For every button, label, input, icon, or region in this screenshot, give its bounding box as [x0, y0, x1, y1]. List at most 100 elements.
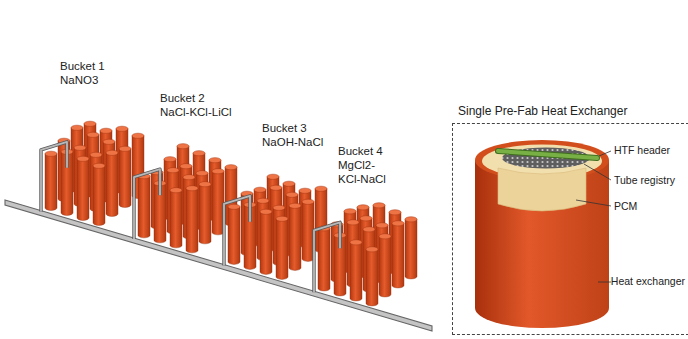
cylinder-top: [350, 240, 362, 245]
callout-label: Heat exchanger: [611, 275, 685, 287]
cylinder-top: [103, 139, 115, 144]
cylinder-top: [71, 125, 83, 130]
cylinder-body: [366, 249, 378, 306]
htf-header: [498, 151, 597, 158]
storage-cylinder: [212, 169, 224, 235]
inset-box: Single Pre-Fab Heat Exchanger: [452, 104, 688, 335]
storage-cylinder: [93, 163, 105, 225]
bucket-cylinders: [45, 121, 417, 306]
inset-title: Single Pre-Fab Heat Exchanger: [452, 104, 688, 118]
cylinder-top: [273, 205, 285, 210]
cylinder-body: [138, 176, 150, 238]
cylinder-body: [199, 184, 211, 244]
cylinder-body: [302, 202, 314, 262]
cylinder-top: [199, 182, 211, 187]
storage-cylinder: [106, 150, 118, 216]
callout-label: PCM: [614, 200, 637, 212]
heat-exchanger-body: [475, 160, 609, 328]
storage-cylinder: [366, 247, 378, 306]
cylinder-top: [299, 188, 311, 193]
cylinder-top: [286, 192, 298, 197]
cylinder-top: [389, 210, 401, 215]
cylinder-body: [392, 223, 404, 288]
cylinder-body: [350, 242, 362, 301]
cylinder-body: [276, 219, 288, 280]
cylinder-body: [119, 149, 131, 208]
cylinder-top: [289, 203, 301, 208]
cylinder-body: [228, 207, 240, 265]
cylinder-top: [267, 174, 279, 179]
cylinder-body: [289, 206, 301, 271]
cylinder-top: [357, 205, 369, 210]
cylinder-body: [318, 228, 330, 291]
cylinder-body: [405, 219, 417, 279]
cylinder-top: [77, 156, 89, 161]
cylinder-top: [100, 128, 112, 133]
pcm-cutaway: [498, 168, 586, 211]
cylinder-top: [270, 185, 282, 190]
bucket-label: Bucket 3: [262, 122, 307, 135]
cylinder-top: [164, 157, 176, 162]
branch-pipe: [134, 169, 160, 239]
cylinder-body: [77, 159, 89, 221]
bucket-label: Bucket 4: [338, 145, 383, 158]
bucket-label: Bucket 1: [60, 60, 105, 73]
cylinder-top: [209, 158, 221, 163]
cylinder-top: [193, 151, 205, 156]
cylinder-body: [379, 236, 391, 297]
cylinder-top: [186, 186, 198, 191]
cylinder-top: [84, 121, 96, 126]
cylinder-top: [302, 199, 314, 204]
inset-heat-exchanger: [475, 140, 611, 328]
cylinder-top: [119, 146, 131, 151]
cylinder-body: [260, 212, 272, 275]
storage-cylinder: [350, 240, 362, 301]
salt-label: NaCl-KCl-LiCl: [160, 106, 232, 119]
cylinder-top: [347, 220, 359, 225]
cylinder-top: [196, 171, 208, 176]
storage-cylinder: [260, 209, 272, 274]
storage-cylinder: [379, 234, 391, 297]
cylinder-top: [167, 168, 179, 173]
cylinder-top: [180, 164, 192, 169]
branch-pipe: [41, 142, 67, 212]
branch-pipe: [224, 196, 250, 266]
branch-pipe-edge: [134, 169, 160, 239]
cylinder-top: [90, 152, 102, 157]
cylinder-top: [376, 223, 388, 228]
cylinder-top: [276, 216, 288, 221]
bucket-label: Bucket 2: [160, 92, 205, 105]
cylinder-top: [392, 221, 404, 226]
cylinder-top: [379, 234, 391, 239]
cylinder-top: [363, 227, 375, 232]
cylinder-top: [283, 181, 295, 186]
storage-cylinder: [276, 216, 288, 279]
pipe-network: [5, 142, 432, 331]
cylinder-top: [183, 175, 195, 180]
salt-label: MgCl2-: [338, 159, 375, 172]
cylinder-body: [170, 190, 182, 248]
cylinder-body: [186, 188, 198, 253]
storage-cylinder: [405, 217, 417, 279]
cylinder-top: [106, 150, 118, 155]
cylinder-top: [360, 216, 372, 221]
cylinder-top: [366, 247, 378, 252]
cylinder-top: [225, 165, 237, 170]
cylinder-top: [373, 203, 385, 208]
storage-cylinder: [170, 188, 182, 248]
storage-cylinder: [199, 182, 211, 244]
storage-cylinder: [119, 146, 131, 207]
cylinder-top: [212, 169, 224, 174]
storage-cylinder: [138, 174, 150, 238]
cylinder-top: [228, 204, 240, 209]
branch-pipe-edge: [314, 222, 340, 292]
cylinder-body: [45, 154, 57, 211]
salt-label: KCl-NaCl: [338, 173, 386, 186]
cylinder-top: [87, 132, 99, 137]
cylinder-top: [45, 151, 57, 156]
storage-cylinder: [302, 199, 314, 261]
cylinder-top: [260, 209, 272, 214]
storage-cylinder: [45, 151, 57, 210]
cylinder-top: [254, 187, 266, 192]
